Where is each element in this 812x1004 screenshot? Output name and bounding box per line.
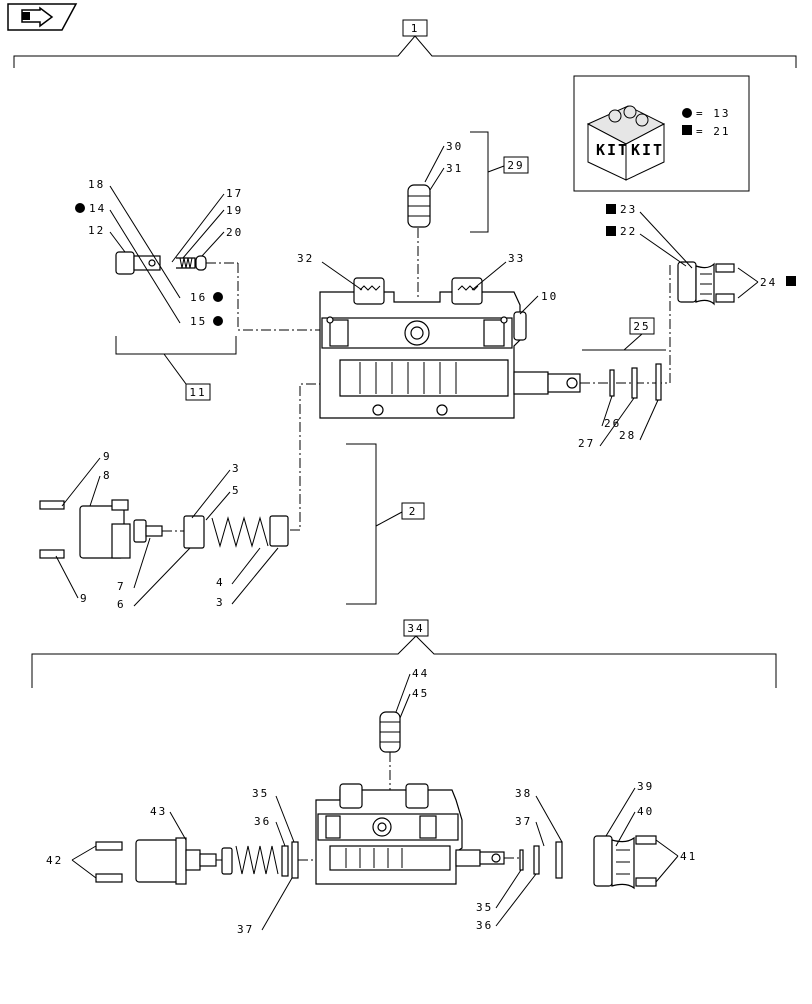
circle-marker-icon bbox=[682, 108, 692, 118]
seal-boot-part bbox=[407, 184, 431, 228]
end-cap-bottom bbox=[95, 837, 299, 885]
part-callout-label: 45 bbox=[412, 687, 429, 700]
part-callout-label: 39 bbox=[637, 780, 654, 793]
part-callout-label: 29 bbox=[507, 159, 524, 172]
part-callout-label: KIT bbox=[596, 141, 629, 159]
part-callout-label: 2 bbox=[409, 505, 418, 518]
part-callout-label: 22 bbox=[620, 225, 637, 238]
part-callout-label: = 21 bbox=[696, 125, 731, 138]
bellows-boot-part bbox=[677, 261, 735, 306]
part-callout-label: 35 bbox=[252, 787, 269, 800]
part-callout-label: KIT bbox=[631, 141, 664, 159]
part-callout-label: 14 bbox=[89, 202, 106, 215]
part-callout-label: 9 bbox=[80, 592, 89, 605]
spring-cap-part bbox=[39, 499, 289, 559]
seal-boot-bottom bbox=[379, 711, 401, 753]
part-callout-label: 28 bbox=[619, 429, 636, 442]
part-callout-label: 12 bbox=[88, 224, 105, 237]
part-callout-label: 31 bbox=[446, 162, 463, 175]
part-callout-label: 17 bbox=[226, 187, 243, 200]
part-callout-label: 23 bbox=[620, 203, 637, 216]
square-marker-icon bbox=[682, 125, 692, 135]
part-callout-label: = 13 bbox=[696, 107, 731, 120]
part-callout-label: 16 bbox=[190, 291, 207, 304]
part-callout-label: 20 bbox=[226, 226, 243, 239]
part-callout-label: 34 bbox=[407, 622, 424, 635]
part-callout-label: 25 bbox=[633, 320, 650, 333]
relief-valve-part bbox=[115, 251, 207, 275]
part-callout-label: 37 bbox=[515, 815, 532, 828]
kit-legend: KIT KIT = 13 = 21 bbox=[573, 75, 750, 192]
valve-body-top bbox=[319, 277, 581, 419]
part-callout-label: 44 bbox=[412, 667, 429, 680]
part-callout-label: 27 bbox=[578, 437, 595, 450]
part-callout-label: 37 bbox=[237, 923, 254, 936]
part-callout-label: 30 bbox=[446, 140, 463, 153]
part-callout-label: 19 bbox=[226, 204, 243, 217]
part-callout-label: 3 bbox=[216, 596, 225, 609]
part-callout-label: 7 bbox=[117, 580, 126, 593]
part-callout-label: 38 bbox=[515, 787, 532, 800]
part-callout-label: 8 bbox=[103, 469, 112, 482]
part-callout-label: 35 bbox=[476, 901, 493, 914]
assembly-label-1: 1 bbox=[411, 22, 420, 35]
part-callout-label: 32 bbox=[297, 252, 314, 265]
part-callout-label: 9 bbox=[103, 450, 112, 463]
part-callout-label: 15 bbox=[190, 315, 207, 328]
part-callout-label: 33 bbox=[508, 252, 525, 265]
part-callout-label: 36 bbox=[254, 815, 271, 828]
part-callout-label: 40 bbox=[637, 805, 654, 818]
part-callout-label: 4 bbox=[216, 576, 225, 589]
assembly-bracket-1 bbox=[13, 35, 797, 68]
part-callout-label: 36 bbox=[476, 919, 493, 932]
part-callout-label: 26 bbox=[604, 417, 621, 430]
part-callout-label: 5 bbox=[232, 484, 241, 497]
part-callout-label: 11 bbox=[189, 386, 206, 399]
part-callout-label: 18 bbox=[88, 178, 105, 191]
part-callout-label: 41 bbox=[680, 850, 697, 863]
part-callout-label: 10 bbox=[541, 290, 558, 303]
bellows-boot-bottom bbox=[593, 835, 657, 890]
valve-body-bottom bbox=[315, 783, 505, 885]
part-callout-label: 43 bbox=[150, 805, 167, 818]
part-callout-label: 6 bbox=[117, 598, 126, 611]
part-callout-label: 24 bbox=[760, 276, 777, 289]
part-callout-label: 42 bbox=[46, 854, 63, 867]
part-callout-label: 3 bbox=[232, 462, 241, 475]
back-navigation-icon[interactable] bbox=[7, 3, 78, 31]
